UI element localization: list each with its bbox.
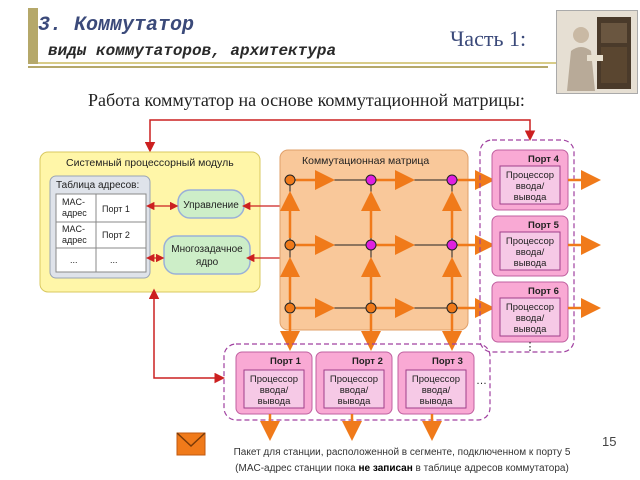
system-module-label: Системный процессорный модуль [66, 157, 234, 169]
core-to-ports-line [148, 288, 225, 384]
svg-text:ввода/: ввода/ [516, 313, 545, 324]
table-cell-mac-2b: адрес [62, 235, 87, 245]
switch-matrix-box [279, 149, 469, 331]
svg-text:ввода/: ввода/ [260, 385, 289, 396]
svg-text:Порт 2: Порт 2 [352, 356, 383, 367]
svg-text:ввода/: ввода/ [422, 385, 451, 396]
svg-text:вывода: вывода [420, 396, 453, 407]
svg-text:вывода: вывода [338, 396, 371, 407]
port-1-box: Порт 1 Процессор ввода/ вывода [235, 351, 313, 415]
svg-text:Порт 5: Порт 5 [528, 220, 560, 231]
title-underline-light [38, 62, 558, 64]
address-table-label: Таблица адресов: [56, 179, 139, 191]
slide-title: 3. Коммутатор [38, 14, 195, 37]
svg-text:Порт 1: Порт 1 [270, 356, 302, 367]
switch-matrix-label: Коммутационная матрица [302, 155, 429, 167]
title-underline [28, 66, 548, 68]
svg-text:Процессор: Процессор [506, 302, 554, 313]
control-label: Управление [183, 200, 239, 211]
svg-text:вывода: вывода [514, 192, 547, 203]
table-cell-mac-1b: адрес [62, 208, 87, 218]
svg-text:Порт 3: Порт 3 [432, 356, 463, 367]
control-feedback-line [144, 119, 536, 153]
svg-text:Процессор: Процессор [412, 374, 460, 385]
port-4-box: Порт 4 Процессор ввода/ вывода [491, 149, 569, 211]
title-decoration-bar [28, 8, 38, 64]
svg-text:вывода: вывода [514, 258, 547, 269]
svg-text:ввода/: ввода/ [516, 181, 545, 192]
table-cell-port-2: Порт 2 [102, 230, 130, 240]
table-cell-port-3: ... [110, 255, 118, 265]
svg-text:Порт 4: Порт 4 [528, 154, 560, 165]
svg-text:Процессор: Процессор [506, 236, 554, 247]
svg-text:ввода/: ввода/ [340, 385, 369, 396]
multitask-core-label-1: Многозадачное [171, 244, 243, 255]
port-6-box: Порт 6 Процессор ввода/ вывода [491, 281, 569, 343]
table-cell-mac-1: MAC- [62, 197, 85, 207]
multitask-core-label-2: ядро [196, 257, 219, 268]
svg-text:Порт 6: Порт 6 [528, 286, 559, 297]
port-2-box: Порт 2 Процессор ввода/ вывода [315, 351, 393, 415]
svg-text:Процессор: Процессор [330, 374, 378, 385]
svg-text:вывода: вывода [258, 396, 291, 407]
table-cell-port-1: Порт 1 [102, 204, 130, 214]
envelope-icon [176, 432, 206, 456]
right-ports-group [479, 139, 575, 353]
address-table-grid [55, 193, 147, 273]
diagram-heading: Работа коммутатор на основе коммутационн… [88, 90, 525, 110]
port-3-box: Порт 3 Процессор ввода/ вывода [397, 351, 475, 415]
svg-text:Процессор: Процессор [250, 374, 298, 385]
slide-subtitle-title: виды коммутаторов, архитектура [48, 42, 337, 60]
svg-text:вывода: вывода [514, 324, 547, 335]
part-label: Часть 1: [450, 26, 527, 51]
table-cell-mac-2: MAC- [62, 224, 85, 234]
packet-note: Пакет для станции, расположенной в сегме… [212, 445, 592, 477]
matrix-nodes [284, 174, 458, 314]
svg-text:Процессор: Процессор [506, 170, 554, 181]
svg-text:ввода/: ввода/ [516, 247, 545, 258]
right-ports-ellipsis: ⋮ [525, 341, 536, 353]
packet-note-line1: Пакет для станции, расположенной в сегме… [233, 447, 571, 458]
bottom-ports-group [223, 343, 491, 421]
page-number: 15 [602, 434, 617, 449]
portrait-image [556, 10, 638, 94]
packet-note-line2: (MAC-адрес станции пока не записан в таб… [235, 463, 569, 474]
port-5-box: Порт 5 Процессор ввода/ вывода [491, 215, 569, 277]
multitask-core-box [163, 235, 251, 275]
bottom-ports-ellipsis: … [476, 375, 487, 387]
table-cell-mac-3: ... [70, 255, 78, 265]
